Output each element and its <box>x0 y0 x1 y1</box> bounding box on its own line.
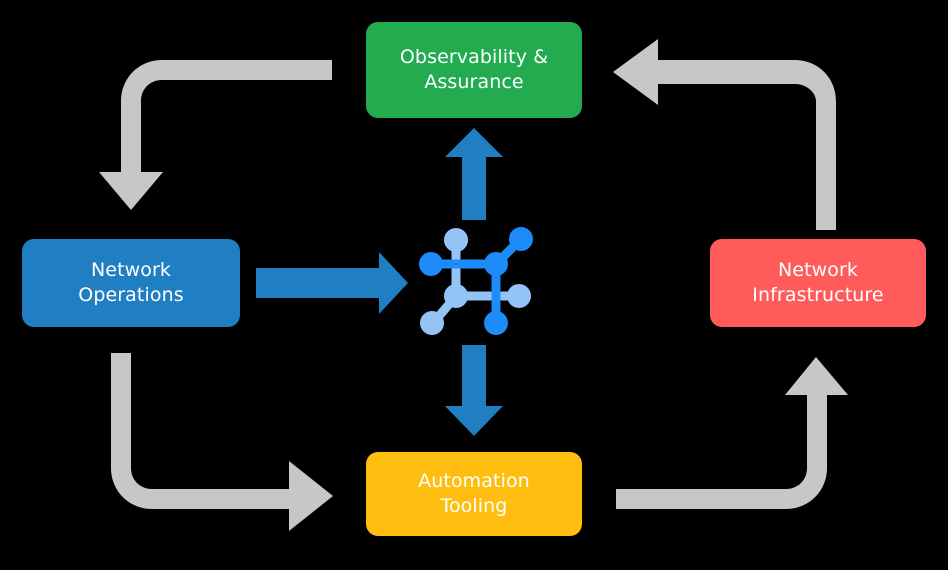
blue-arrow-operations-to-center <box>256 252 408 314</box>
blue-arrow-center-to-automation <box>445 345 503 436</box>
node-bottom-right-light <box>507 284 531 308</box>
network-topology-icon <box>419 227 533 335</box>
node-network-infrastructure-label: Network Infrastructure <box>752 258 884 306</box>
node-center-bottom-left <box>444 284 468 308</box>
gray-arrow-infrastructure-to-observability <box>613 39 836 230</box>
blue-arrow-center-to-observability <box>445 128 503 220</box>
gray-arrow-operations-to-automation <box>111 353 333 531</box>
node-automation-tooling[interactable]: Automation Tooling <box>366 452 582 536</box>
node-network-infrastructure[interactable]: Network Infrastructure <box>710 239 926 327</box>
node-center-hub <box>484 252 508 276</box>
node-automation-tooling-label: Automation Tooling <box>418 469 530 517</box>
node-network-operations[interactable]: Network Operations <box>22 239 240 327</box>
node-network-operations-label: Network Operations <box>78 258 184 306</box>
node-left <box>419 252 443 276</box>
node-bottom-left-light <box>420 311 444 335</box>
node-top-right <box>509 227 533 251</box>
node-observability-assurance[interactable]: Observability & Assurance <box>366 22 582 118</box>
gray-arrow-automation-to-infrastructure <box>616 357 848 509</box>
node-bottom-dark <box>484 311 508 335</box>
gray-arrow-observability-to-operations <box>99 60 332 210</box>
node-top-left <box>444 228 468 252</box>
node-observability-assurance-label: Observability & Assurance <box>399 45 549 93</box>
